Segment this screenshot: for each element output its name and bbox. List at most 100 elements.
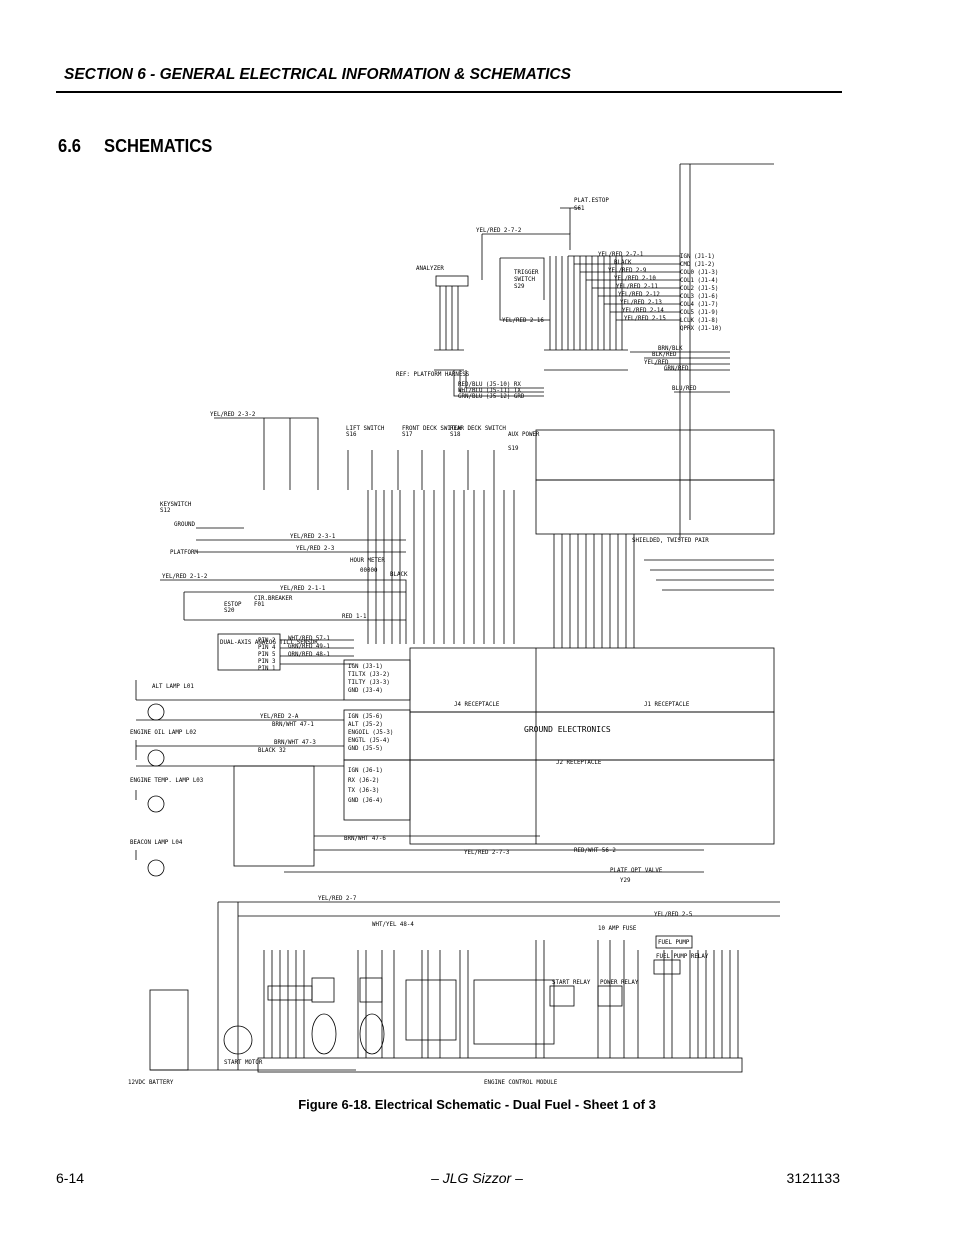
wire-label: RED/BLU (J5-10) RX (458, 382, 521, 388)
wire-label: BLK/RED (652, 352, 677, 358)
wire-label: YEL/RED 2-7-2 (476, 228, 521, 234)
ign-item: LCLK (J1-8) (680, 318, 718, 324)
aux-id: S19 (508, 446, 519, 452)
trigger-id: S29 (514, 284, 525, 290)
j6-pin: IGN (J6-1) (348, 768, 383, 774)
wire-label: BLACK 32 (258, 748, 286, 754)
alt-lamp-label: ALT LAMP L01 (152, 684, 194, 690)
keyswitch-label: KEYSWITCH (160, 502, 192, 508)
wire-label: BRN/WHT 47-6 (344, 836, 386, 842)
rb-wire: YEL/RED 2-14 (622, 308, 664, 314)
figure-caption: Figure 6-18. Electrical Schematic - Dual… (298, 1097, 656, 1112)
ground-label: GROUND (174, 522, 195, 528)
wire-label: GRN/BLU (J5-12) GRD (458, 394, 525, 400)
wire-label: BLU/RED (672, 386, 697, 392)
platf-valve-id: Y29 (620, 878, 631, 884)
beacon-lamp-label: BEACON LAMP L04 (130, 840, 183, 846)
ign-item: COL2 (J1-5) (680, 286, 718, 292)
start-relay-label: START RELAY (552, 980, 591, 986)
electrical-schematic: PLAT.ESTOP S61 ANALYZER TRIGGER SWITCH S… (128, 163, 780, 1086)
j3-pin: TILTY (J3-3) (348, 680, 390, 686)
rb-wire: YEL/RED 2-12 (618, 292, 660, 298)
ecm-label: ENGINE CONTROL MODULE (484, 1080, 558, 1086)
fuel-relay-label: FUEL PUMP RELAY (656, 954, 709, 960)
wire-label: YEL/RED 2-1-1 (280, 586, 326, 592)
ign-item: COL0 (J1-3) (680, 270, 718, 276)
tilt-pin: PIN 1 (258, 666, 276, 672)
estop2-id: S20 (224, 608, 235, 614)
page-number: 6-14 (56, 1170, 85, 1186)
platf-valve-label: PLATF OPT VALVE (610, 868, 663, 874)
oil-lamp-label: ENGINE OIL LAMP L02 (130, 730, 196, 736)
analyzer-label: ANALYZER (416, 266, 444, 272)
header-rule (56, 91, 842, 93)
document-number: 3121133 (786, 1170, 840, 1186)
j1-receptacle-label: J1 RECEPTACLE (644, 702, 690, 708)
j6-pin: GND (J6-4) (348, 798, 383, 804)
j3-pin: GND (J3-4) (348, 688, 383, 694)
ign-item: COL3 (J1-6) (680, 294, 718, 300)
footer-title: – JLG Sizzor – (431, 1170, 523, 1186)
platform-harness-label: REF: PLATFORM HARNESS (396, 372, 470, 378)
ground-electronics-label: GROUND ELECTRONICS (524, 725, 611, 734)
wire-label: WHT/YEL 48-4 (372, 922, 414, 928)
rear-deck-label: REAR DECK SWITCH (450, 426, 506, 432)
rb-wire: BLACK (614, 260, 632, 266)
tilt-sensor-label: DUAL-AXIS ANALOG TILT SENSOR (220, 640, 318, 646)
wire-label: YEL/RED 2-7 (318, 896, 357, 902)
battery-label: 12VDC BATTERY (128, 1080, 174, 1086)
rb-wire: YEL/RED 2-11 (616, 284, 658, 290)
wire-label: BRN/WHT 47-3 (274, 740, 316, 746)
wire-label: YEL/RED 2-3-2 (210, 412, 255, 418)
shielded-label: SHIELDED, TWISTED PAIR (632, 538, 709, 544)
estop-id: S61 (574, 206, 585, 212)
cir-breaker-label: CIR.BREAKER (254, 596, 293, 602)
wire-label: BRN/BLK (658, 346, 683, 352)
estop2-label: ESTOP (224, 602, 242, 608)
ign-item: COL5 (J1-9) (680, 310, 718, 316)
front-deck-label: FRONT DECK SWITCH (402, 426, 462, 432)
section-title: SECTION 6 - GENERAL ELECTRICAL INFORMATI… (64, 66, 571, 83)
j6-pin: RX (J6-2) (348, 778, 379, 784)
amp-fuse-label: 10 AMP FUSE (598, 926, 637, 932)
rb-wire: YEL/RED 2-7-1 (598, 252, 644, 258)
trigger-label-2: SWITCH (514, 277, 535, 283)
ign-item: QPRX (J1-10) (680, 326, 722, 332)
j3-pin: IGN (J3-1) (348, 664, 383, 670)
temp-lamp-label: ENGINE TEMP. LAMP L03 (130, 778, 204, 784)
section-heading: 6.6 SCHEMATICS (58, 136, 213, 156)
hour-meter-label: HOUR METER (350, 558, 385, 564)
wire-label: YEL/RED 2-5 (654, 912, 693, 918)
wire-label: WHT/RED 57-1 (288, 636, 330, 642)
platform-label: PLATFORM (170, 550, 198, 556)
hour-meter-value: 00000 (360, 568, 378, 574)
lift-id: S16 (346, 432, 357, 438)
rb-wire: YEL/RED 2-9 (608, 268, 647, 274)
wire-label: YEL/RED 2-7-3 (464, 850, 510, 856)
rb-wire: YEL/RED 2-10 (614, 276, 656, 282)
wire-label: YEL/RED 2-A (260, 714, 299, 720)
fuel-pump-label: FUEL PUMP (658, 940, 690, 946)
wire-label: BRN/WHT 47-1 (272, 722, 314, 728)
cir-id: F01 (254, 602, 265, 608)
aux-power-label: AUX POWER (508, 432, 540, 438)
j5-pin: ENGTL (J5-4) (348, 738, 390, 744)
wire-label: GRN/RED (664, 366, 689, 372)
tilt-pin: PIN 4 (258, 645, 276, 651)
wire-label: ORN/RED 48-1 (288, 652, 330, 658)
tilt-pin: PIN 3 (258, 659, 276, 665)
j5-pin: ENGOIL (J5-3) (348, 730, 393, 736)
wire-label: GRN/RED 49-1 (288, 644, 330, 650)
wire-label: YEL/RED (644, 360, 669, 366)
wire-label: BLACK (390, 572, 408, 578)
ign-item: CMD (J1-2) (680, 262, 715, 268)
j3-pin: TILTX (J3-2) (348, 672, 390, 678)
wire-label: RED 1-1 (342, 614, 367, 620)
rb-wire: YEL/RED 2-13 (620, 300, 662, 306)
j2-receptacle-label: J2 RECEPTACLE (556, 760, 602, 766)
j5-pin: GND (J5-5) (348, 746, 383, 752)
front-id: S17 (402, 432, 413, 438)
rb-wire: YEL/RED 2-15 (624, 316, 666, 322)
keyswitch-id: S12 (160, 508, 170, 514)
wire-label: YEL/RED 2-1-2 (162, 574, 207, 580)
